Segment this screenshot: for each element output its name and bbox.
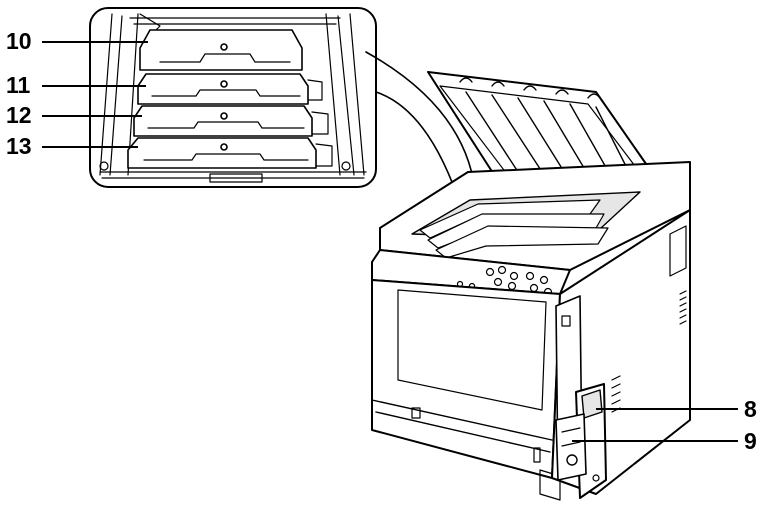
callout-13: 13 [6, 133, 32, 159]
waste-toner-box [555, 413, 587, 481]
callout-11-leader [42, 85, 146, 87]
callout-8-leader [596, 408, 738, 410]
printer-body [371, 71, 691, 501]
callout-10: 10 [6, 28, 32, 54]
callout-12: 12 [6, 102, 32, 128]
callout-10-leader [42, 41, 148, 43]
side-cover-latch [581, 389, 603, 419]
callout-13-leader [42, 146, 138, 148]
toner-slot-4 [127, 137, 333, 169]
callout-9-leader [572, 440, 738, 442]
toner-slot-1 [139, 29, 303, 71]
callout-12-leader [42, 115, 142, 117]
callout-8: 8 [744, 396, 757, 422]
toner-bay-inset [89, 7, 377, 188]
callout-11: 11 [6, 72, 31, 98]
toner-slot-3 [133, 105, 329, 137]
callout-9: 9 [744, 428, 757, 454]
toner-slot-2 [137, 73, 323, 105]
